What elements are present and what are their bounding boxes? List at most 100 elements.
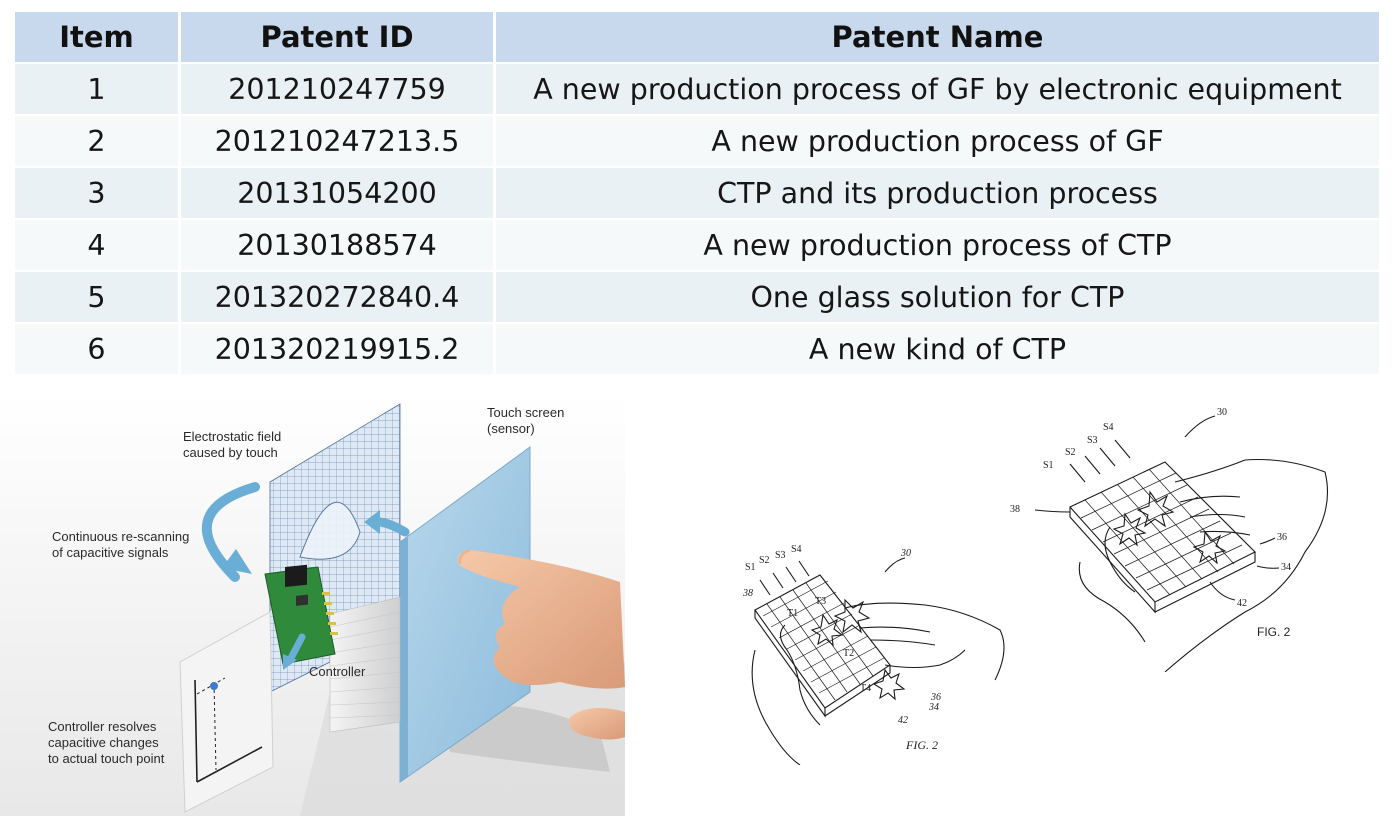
mid-touch-star-2: [810, 613, 844, 647]
right-panel-grid: [1080, 468, 1243, 596]
controller-arrowhead: [283, 654, 297, 670]
mid-right-fingers: [859, 626, 966, 669]
right-label-ref-30: 30: [1217, 407, 1227, 418]
controller-chip-small: [296, 594, 308, 606]
controller-chip: [285, 564, 307, 588]
cell-patent-name: A new kind of CTP: [493, 323, 1382, 376]
mid-label-t3: T3: [815, 596, 827, 607]
right-label-s2: S2: [1065, 447, 1076, 458]
pointing-hand: [457, 550, 625, 689]
right-touch-star-2: [1112, 512, 1147, 547]
right-label-ref-38: 38: [1010, 504, 1020, 515]
mid-panel-side: [754, 610, 826, 718]
cell-patent-id: 201320219915.2: [178, 323, 496, 376]
flex-cable-lines: [329, 611, 401, 719]
patent-drawing-right-svg: [1034, 415, 1328, 672]
mid-label-ref-36: 36: [931, 692, 941, 703]
label-touch-screen: Touch screen (sensor): [487, 405, 565, 436]
cell-patent-name: A new production process of CTP: [493, 219, 1382, 272]
cell-patent-id: 20130188574: [178, 219, 496, 272]
table-header-row: Item Patent ID Patent Name: [12, 12, 1382, 64]
mid-figure-caption: FIG. 2: [906, 738, 938, 752]
right-signal-arrows: [1069, 439, 1131, 483]
right-label-s4: S4: [1103, 422, 1114, 433]
right-ref-42-leader: [1209, 581, 1236, 601]
right-ref-36-leader: [1259, 537, 1276, 545]
mid-left-hand: [751, 649, 801, 765]
right-label-s1: S1: [1043, 460, 1054, 471]
right-panel-side: [1069, 507, 1156, 614]
header-item: Item: [12, 12, 181, 64]
mid-panel-front: [824, 665, 891, 717]
resolved-touch-point: [210, 682, 218, 690]
right-label-s3: S3: [1087, 435, 1098, 446]
mid-label-t1: T1: [787, 608, 799, 619]
table-row: 5 201320272840.4 One glass solution for …: [12, 271, 1382, 324]
mid-ref-leader: [884, 557, 906, 573]
pcb-contacts: [322, 592, 338, 635]
cell-patent-id: 201210247213.5: [178, 115, 496, 168]
right-right-hand: [1164, 458, 1328, 672]
table-row: 4 20130188574 A new production process o…: [12, 219, 1382, 272]
mid-label-s4: S4: [791, 544, 802, 555]
right-label-ref-36: 36: [1277, 532, 1287, 543]
right-ref-34-leader: [1256, 565, 1280, 569]
mid-touch-star-1: [833, 598, 871, 634]
right-ref-leader: [1184, 415, 1216, 438]
rescan-arrowhead: [222, 549, 252, 574]
resolve-chart-card: [179, 611, 274, 813]
right-right-fingers: [1179, 495, 1251, 536]
label-rescanning: Continuous re-scanning of capacitive sig…: [52, 529, 190, 560]
mid-label-ref-34: 34: [929, 702, 939, 713]
cell-item: 4: [12, 219, 181, 272]
cell-patent-name: A new production process of GF: [493, 115, 1382, 168]
mid-label-ref-30: 30: [901, 548, 911, 559]
right-figure-caption: FIG. 2: [1257, 625, 1291, 639]
label-electrostatic-field: Electrostatic field caused by touch: [183, 429, 282, 460]
cell-patent-name: One glass solution for CTP: [493, 271, 1382, 324]
right-left-hand: [1078, 561, 1146, 643]
fingernail: [458, 548, 471, 565]
resolve-chart-axes: [194, 679, 263, 783]
lower-hand: [569, 708, 625, 740]
mid-label-s3: S3: [775, 550, 786, 561]
cell-item: 6: [12, 323, 181, 376]
mid-label-ref-42: 42: [898, 715, 908, 726]
right-label-ref-42: 42: [1237, 598, 1247, 609]
table-row: 2 201210247213.5 A new production proces…: [12, 115, 1382, 168]
header-patent-name: Patent Name: [493, 12, 1382, 64]
mid-label-s2: S2: [759, 555, 770, 566]
patent-drawing-right: S1 S2 S3 S4 30 38 36 34 42 FIG. 2: [1005, 402, 1355, 672]
mid-touch-star-3: [872, 668, 906, 701]
touch-screen-edge: [400, 537, 408, 782]
right-touch-star-1: [1136, 490, 1175, 528]
mid-left-fingers: [779, 624, 821, 726]
controller-arrow: [286, 633, 306, 664]
resolve-chart-crosshair: [196, 677, 226, 771]
patent-drawing-mid: S1 S2 S3 S4 30 38 T1 T2 T3 T4 36 34 42 F…: [725, 540, 1015, 765]
label-controller-resolves: Controller resolves capacitive changes t…: [48, 719, 165, 766]
capacitive-touch-illustration: Touch screen (sensor) Electrostatic fiel…: [0, 392, 625, 816]
mid-signal-arrows: [759, 560, 810, 596]
right-panel-front: [1154, 552, 1256, 613]
cell-patent-id: 201210247759: [178, 63, 496, 116]
header-patent-id: Patent ID: [178, 12, 496, 64]
patent-drawing-mid-svg: [751, 557, 1005, 765]
right-touch-star-3: [1192, 530, 1227, 565]
patent-table: Item Patent ID Patent Name 1 20121024775…: [12, 12, 1382, 376]
cell-patent-id: 20131054200: [178, 167, 496, 220]
mid-panel-grid: [762, 580, 885, 701]
table-row: 3 20131054200 CTP and its production pro…: [12, 167, 1382, 220]
cell-item: 3: [12, 167, 181, 220]
cell-item: 5: [12, 271, 181, 324]
table-row: 6 201320219915.2 A new kind of CTP: [12, 323, 1382, 376]
cell-patent-id: 201320272840.4: [178, 271, 496, 324]
mid-label-t4: T4: [860, 683, 872, 694]
mid-label-s1: S1: [745, 562, 756, 573]
capacitive-touch-drawing: [0, 392, 625, 816]
mid-label-ref-38: 38: [743, 588, 753, 599]
right-left-fingers: [1104, 526, 1136, 593]
mid-label-t2: T2: [843, 648, 855, 659]
table-row: 1 201210247759 A new production process …: [12, 63, 1382, 116]
label-controller: Controller: [309, 664, 366, 679]
